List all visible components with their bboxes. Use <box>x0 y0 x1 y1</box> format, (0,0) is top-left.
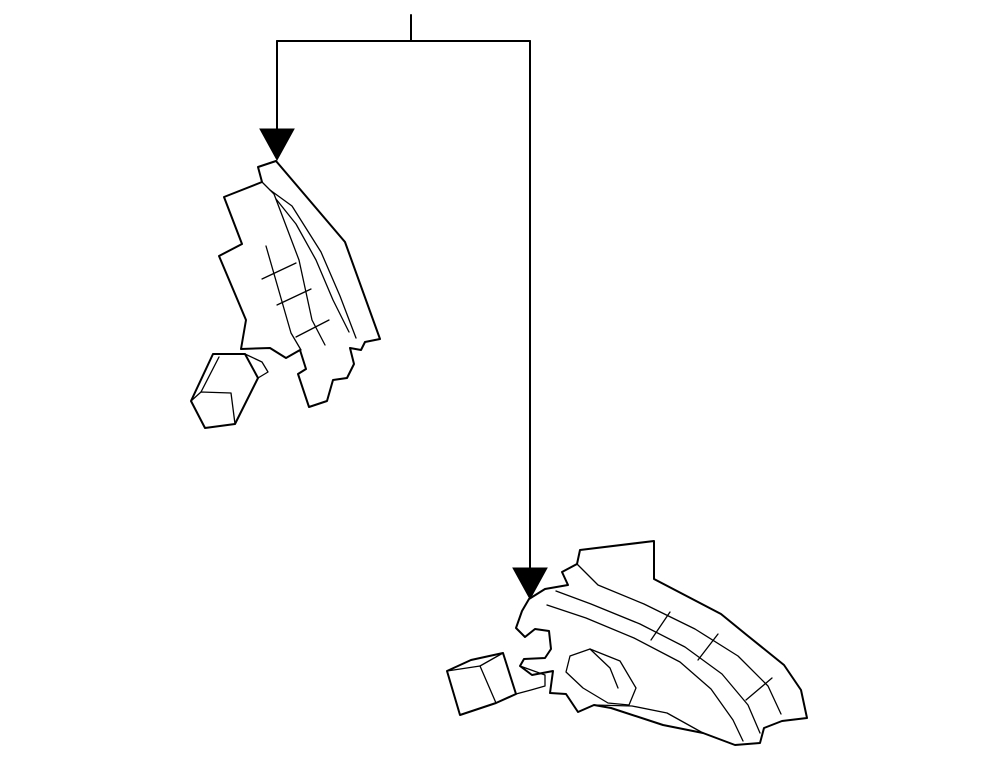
left-lamp-connector-face <box>190 391 236 425</box>
left-lamp-connector-edge <box>200 356 220 393</box>
right-lamp-inner-bracket <box>565 648 637 706</box>
left-lamp-lens-inner <box>269 189 357 339</box>
arrowhead-left <box>259 128 295 162</box>
right-lamp-inner-ridge <box>589 648 619 689</box>
right-lamp-lens-ridge <box>546 604 744 742</box>
right-lamp-assembly <box>446 540 808 746</box>
right-lamp-lower-rib <box>593 704 704 734</box>
left-lamp-rib <box>265 245 302 351</box>
right-lamp-connector-neck <box>515 665 546 695</box>
left-lamp-assembly <box>190 160 381 429</box>
left-lamp-segment-1 <box>261 262 297 280</box>
left-lamp-connector-neck <box>244 353 269 379</box>
left-lamp-segment-3 <box>295 319 330 338</box>
left-lamp-lens-ridge <box>275 198 350 333</box>
right-lamp-segment-3 <box>745 677 773 701</box>
right-lamp-connector-edge <box>479 652 504 667</box>
right-lamp-segment-2 <box>697 633 719 661</box>
right-lamp-lens-inner <box>555 590 761 734</box>
right-lamp-connector <box>446 652 517 716</box>
left-lamp-housing <box>218 160 381 408</box>
arrowhead-right <box>512 567 548 601</box>
right-lamp-lens-edge <box>576 563 782 715</box>
right-lamp-segment-1 <box>650 611 671 641</box>
callout-leader <box>276 14 531 571</box>
right-lamp-housing <box>515 540 808 746</box>
